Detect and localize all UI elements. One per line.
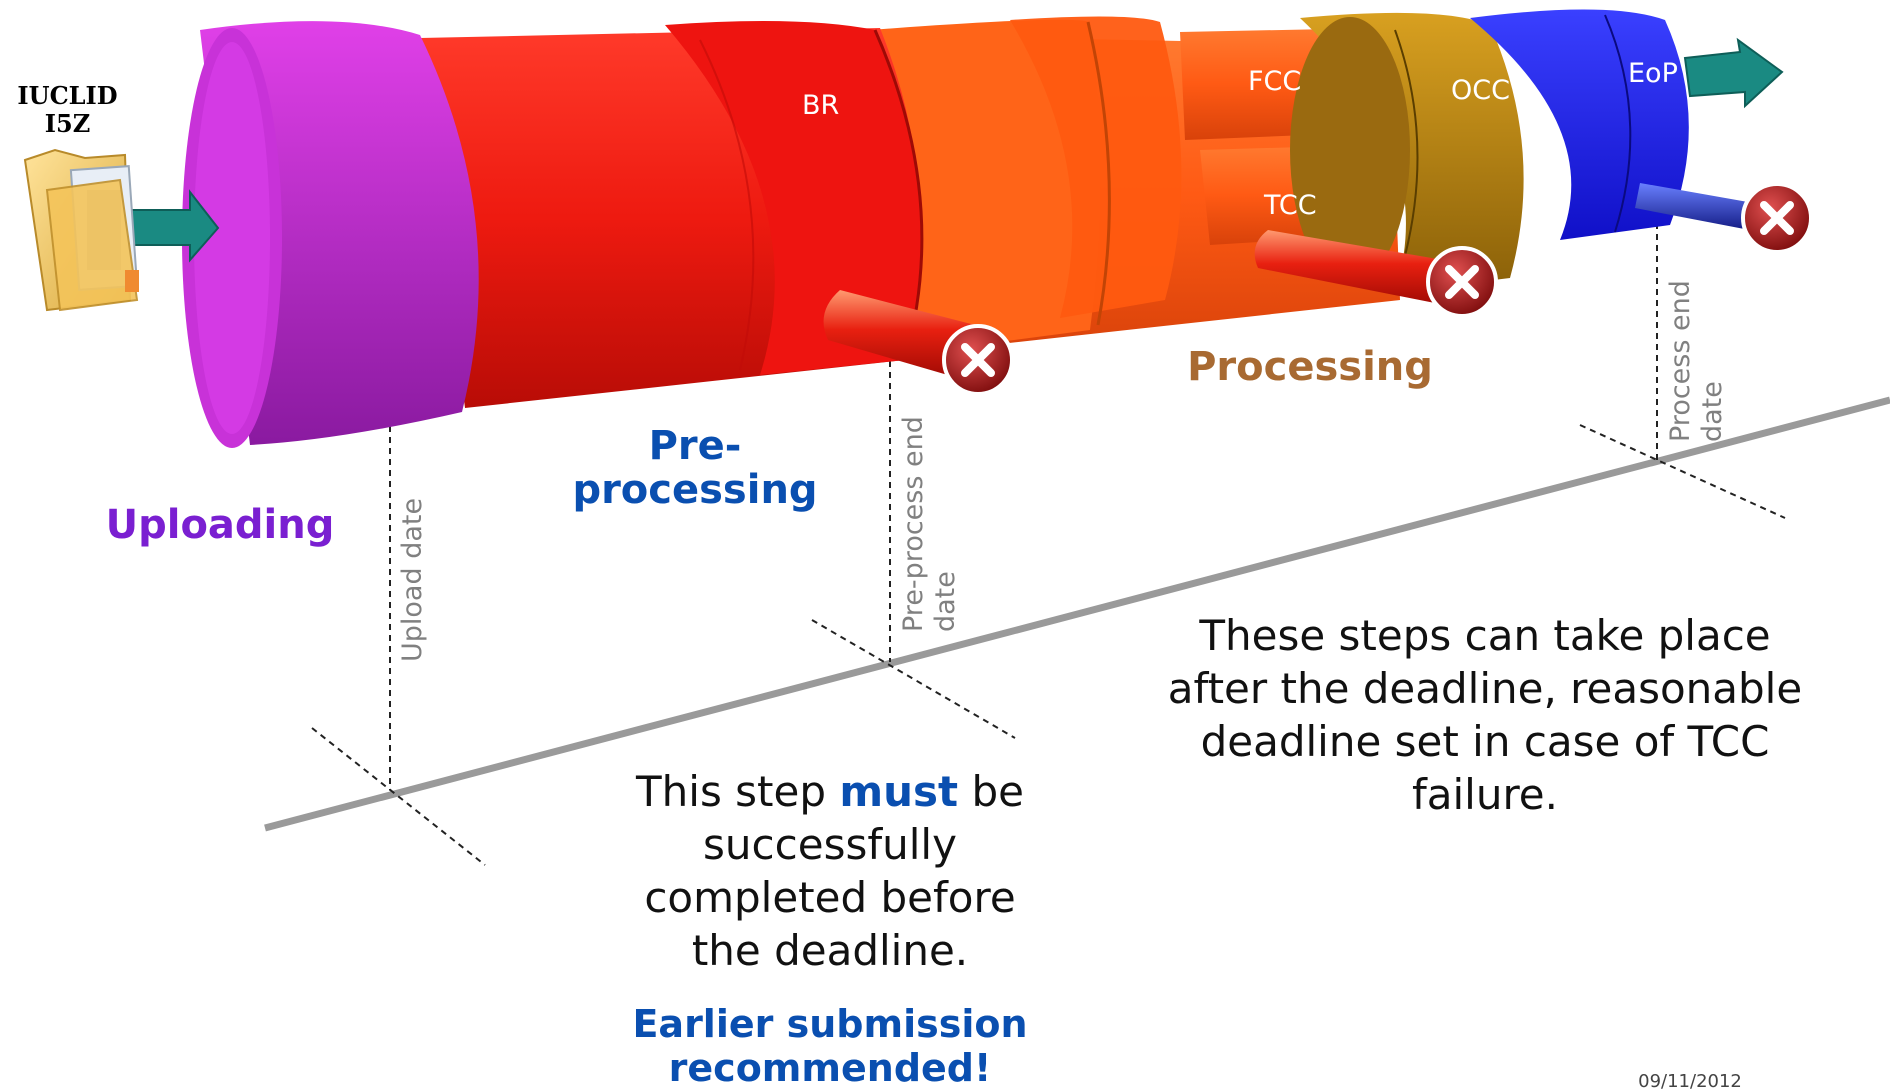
arrow-right-icon	[127, 189, 220, 263]
tcc-fail-pipe	[1254, 230, 1455, 305]
phase-preprocessing-line1: Pre-	[648, 423, 742, 469]
note-must-line3: completed before	[644, 873, 1016, 922]
preprocess-fail-pipe	[823, 290, 975, 378]
source-file-label: IUCLID I5Z	[0, 82, 135, 138]
timeline-axis	[264, 396, 1890, 832]
milestone-preprocess-end-line1: Pre-process end	[898, 416, 929, 632]
note-earlier-line1: Earlier submission	[632, 1002, 1028, 1046]
error-x-icon	[1426, 246, 1498, 318]
eop-fail-pipe	[1635, 183, 1765, 232]
note-after-line4: failure.	[1411, 770, 1558, 819]
note-must-after: be	[958, 767, 1024, 816]
note-must-before: This step	[636, 767, 840, 816]
note-must-complete: This step must be successfully completed…	[590, 765, 1070, 977]
footer-date: 09/11/2012	[1638, 1071, 1742, 1092]
source-file-line2: I5Z	[44, 109, 91, 138]
milestone-process-end-line1: Process end	[1665, 280, 1696, 442]
milestone-upload-marker	[311, 415, 486, 866]
note-must-line4: the deadline.	[691, 926, 969, 975]
folder-icon	[23, 148, 139, 312]
occ-ring	[1300, 12, 1524, 293]
milestone-process-end-line2: date	[1697, 381, 1728, 442]
error-x-icon	[942, 324, 1014, 396]
error-x-icon	[1741, 182, 1813, 254]
note-must-line2: successfully	[703, 820, 957, 869]
note-after-line1: These steps can take place	[1199, 611, 1771, 660]
phase-processing: Processing	[1187, 344, 1433, 390]
note-after-line3: deadline set in case of TCC	[1200, 717, 1770, 766]
phase-preprocessing: Pre- processing	[560, 424, 830, 512]
arrow-right-icon	[1683, 37, 1784, 109]
orange-ring-1	[870, 19, 1100, 355]
segment-label-fcc: FCC	[1248, 66, 1302, 97]
note-after-deadline: These steps can take place after the dea…	[1140, 609, 1830, 821]
source-file-line1: IUCLID	[17, 81, 118, 110]
segment-label-occ: OCC	[1451, 75, 1510, 106]
note-must-emphasis: must	[839, 767, 959, 816]
note-earlier-line2: recommended!	[668, 1046, 992, 1090]
milestone-preprocess-marker	[811, 350, 1016, 739]
phase-preprocessing-line2: processing	[572, 467, 818, 513]
orange-ring-2	[1010, 16, 1182, 318]
phase-uploading: Uploading	[105, 502, 335, 548]
segment-label-eop: EoP	[1628, 58, 1678, 89]
milestone-process-end: Process end date	[1665, 280, 1729, 442]
segment-label-br: BR	[802, 90, 840, 121]
milestone-upload-date: Upload date	[397, 497, 428, 662]
milestone-process-marker	[1579, 212, 1786, 519]
milestone-preprocess-end: Pre-process end date	[898, 416, 962, 632]
note-after-line2: after the deadline, reasonable	[1167, 664, 1803, 713]
eop-ring	[1470, 9, 1689, 241]
note-earlier-submission: Earlier submission recommended!	[600, 1002, 1060, 1090]
note-must-line1: This step must be	[590, 765, 1070, 818]
segment-label-tcc: TCC	[1264, 190, 1317, 221]
milestone-preprocess-end-line2: date	[930, 571, 961, 632]
